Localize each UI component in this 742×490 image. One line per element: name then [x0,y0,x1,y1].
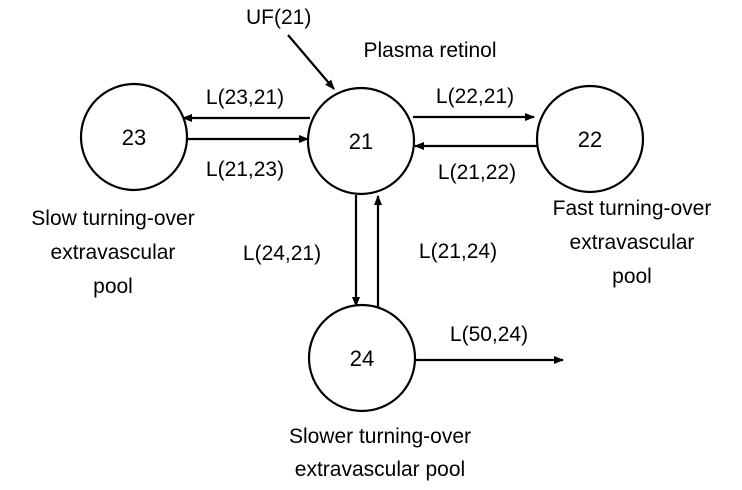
node-21-circle [306,86,416,196]
node-22: 22 [535,84,645,194]
edge-label-l21-23: L(21,23) [206,158,284,181]
edge-label-l50-24: L(50,24) [450,323,528,346]
caption-node-24: Slower turning-over extravascular pool [289,425,471,481]
node-24: 24 [307,303,417,413]
edge-l21-23: L(21,23) [186,135,309,181]
caption-node-23: Slow turning-over extravascular pool [31,207,194,298]
node-23-circle [79,82,189,192]
node-21: 21 [306,86,416,196]
node-22-label: 22 [578,127,602,152]
caption-node-24-line2: extravascular pool [295,458,465,481]
edge-label-uf21: UF(21) [246,6,311,29]
caption-node-23-line1: Slow turning-over [31,207,194,230]
arrow-uf21 [287,34,335,90]
edge-l21-24: L(21,24) [374,195,497,309]
node-21-label: 21 [349,129,373,154]
node-23: 23 [79,82,189,192]
caption-node-22: Fast turning-over extravascular pool [553,197,712,288]
edge-l50-24: L(50,24) [416,323,564,364]
edge-label-l21-22: L(21,22) [438,161,516,184]
edge-label-l24-21: L(24,21) [243,242,321,265]
edge-l24-21: L(24,21) [243,195,360,307]
node-22-circle [535,84,645,194]
edge-l22-21: L(22,21) [413,85,535,121]
caption-node-24-line1: Slower turning-over [289,425,471,448]
node-23-label: 23 [122,125,146,150]
edge-l23-21: L(23,21) [182,86,310,122]
caption-plasma-retinol: Plasma retinol [363,39,496,62]
node-24-label: 24 [350,346,374,371]
edge-label-l23-21: L(23,21) [206,86,284,109]
caption-node-23-line2: extravascular [51,241,176,264]
edge-l21-22: L(21,22) [414,142,537,184]
caption-node-22-line1: Fast turning-over [553,197,712,220]
caption-node-23-line3: pool [93,275,133,298]
node-24-circle [307,303,417,413]
edge-label-l22-21: L(22,21) [436,85,514,108]
edge-label-l21-24: L(21,24) [419,240,497,263]
edge-uf21: UF(21) [246,6,335,90]
caption-node-22-line3: pool [612,265,652,288]
caption-node-22-line2: extravascular [570,231,695,254]
